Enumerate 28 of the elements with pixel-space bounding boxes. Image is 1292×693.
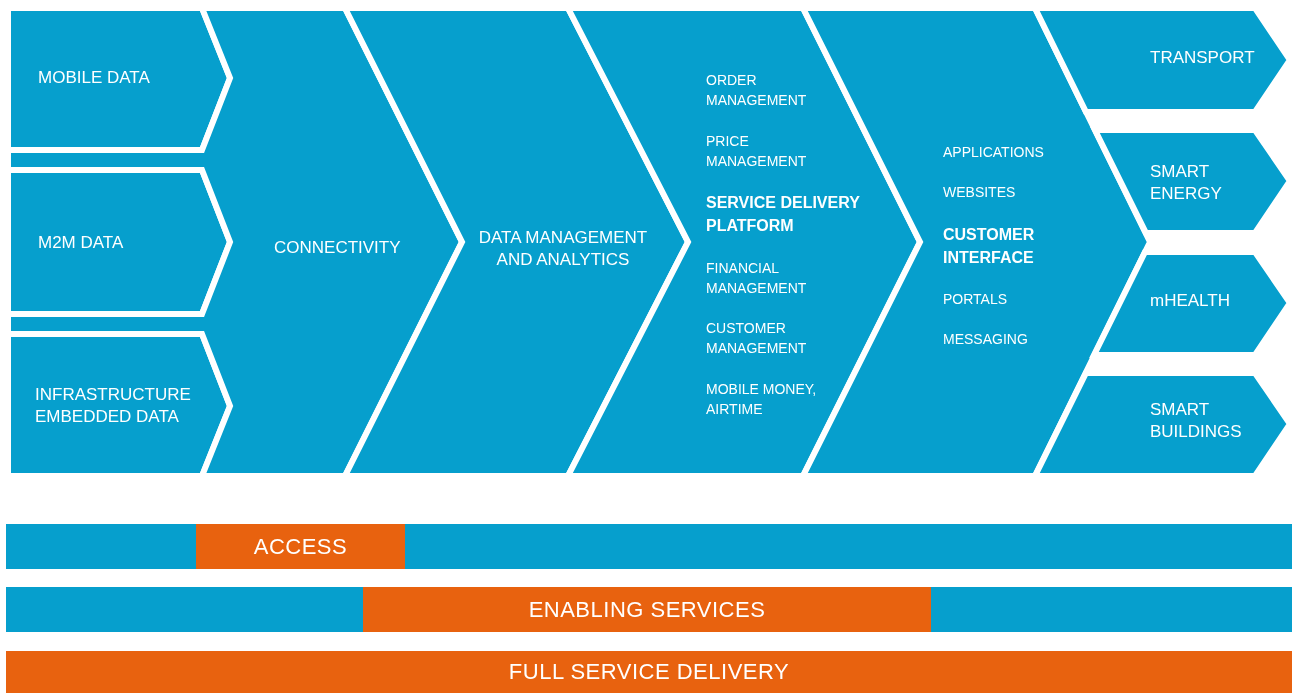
stage-label: mHEALTH (1150, 289, 1231, 312)
stage-item: MESSAGING (943, 330, 1029, 350)
stage-item: CUSTOMER MANAGEMENT (706, 319, 808, 359)
highlight-bar (196, 524, 405, 569)
stage-item: WEBSITES (943, 183, 1017, 203)
bar-label: FULL SERVICE DELIVERY (508, 659, 790, 685)
bar-label: ACCESS (253, 533, 348, 560)
highlight-bar (363, 587, 931, 632)
stage-heading: CUSTOMER INTERFACE (943, 224, 1036, 268)
stage-item: PRICE MANAGEMENT (706, 131, 808, 171)
stage-label: SMART ENERGY (1150, 160, 1223, 205)
stage-heading: SERVICE DELIVERY PLATFORM (706, 193, 861, 237)
stage-item: PORTALS (943, 289, 1009, 309)
stage-item: FINANCIAL MANAGEMENT (706, 258, 808, 298)
stage-item: ORDER MANAGEMENT (706, 71, 808, 111)
stage-label: M2M DATA (38, 231, 125, 254)
stage-label: SMART BUILDINGS (1150, 398, 1243, 443)
highlight-bar (6, 651, 1292, 693)
stage-label: MOBILE DATA (38, 66, 151, 89)
band-bar (6, 524, 1292, 569)
stage-item: MOBILE MONEY, AIRTIME (706, 379, 818, 420)
stage-item: APPLICATIONS (943, 143, 1045, 162)
stage-label: CONNECTIVITY (274, 236, 402, 259)
band-bar (6, 587, 1292, 632)
stage-label: DATA MANAGEMENT AND ANALYTICS (477, 226, 649, 271)
stage-label: TRANSPORT (1150, 46, 1256, 69)
stage-label: INFRASTRUCTURE EMBEDDED DATA (35, 383, 192, 428)
bar-label: ENABLING SERVICES (528, 596, 766, 623)
